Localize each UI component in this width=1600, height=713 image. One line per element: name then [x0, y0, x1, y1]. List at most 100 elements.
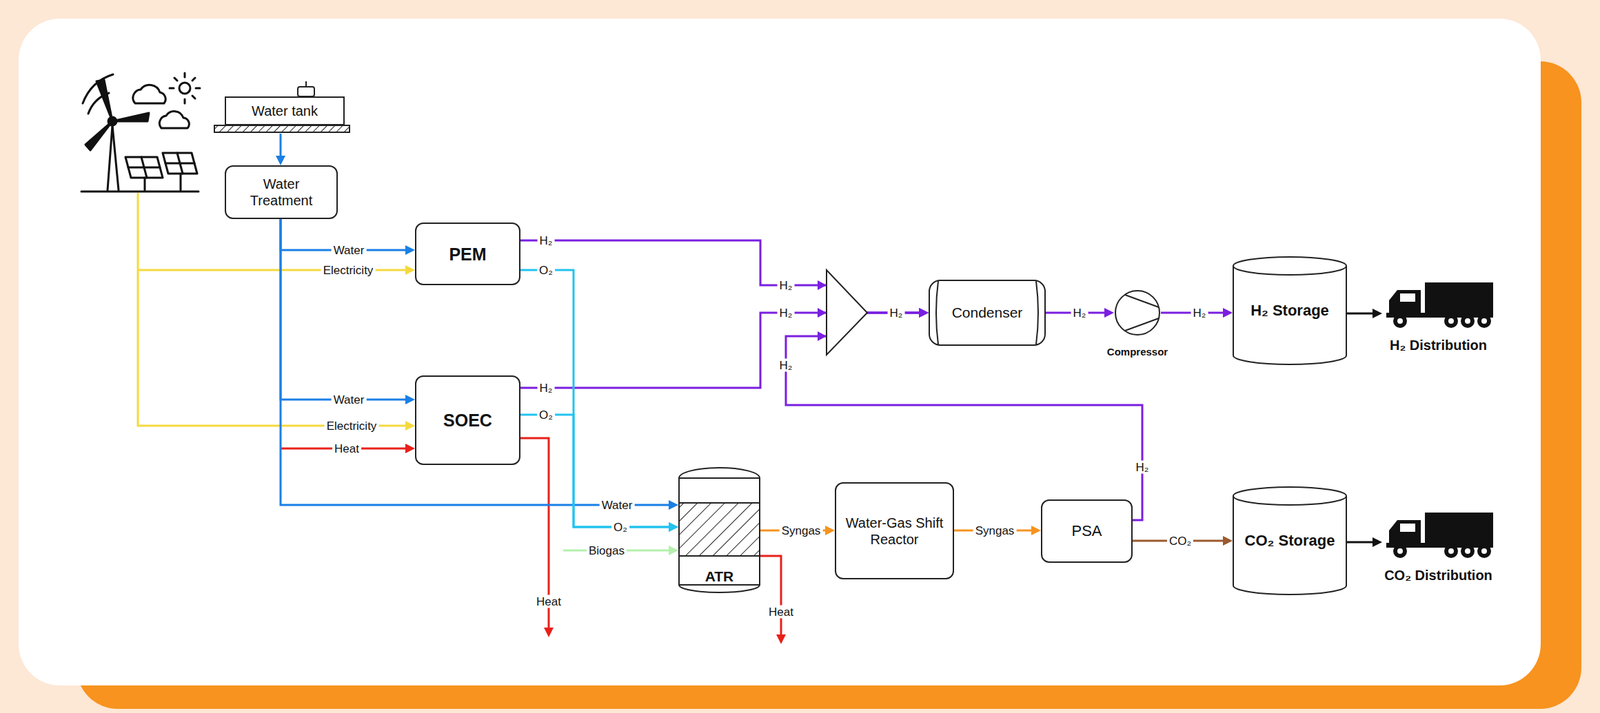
stream-label: Heat	[332, 442, 362, 456]
flow-arrow	[520, 270, 669, 528]
node-text: H₂ Storage	[1250, 301, 1330, 320]
storage-tank-outline	[1233, 487, 1347, 595]
compressor-symbol-outline	[1125, 295, 1159, 308]
flow-arrow	[668, 522, 679, 533]
renewables-icon	[96, 79, 113, 122]
electricity-arrowheads	[405, 421, 415, 431]
flow-label: H₂	[1133, 461, 1152, 475]
flow-arrow	[279, 133, 282, 156]
process-box: PSA	[1040, 499, 1133, 564]
stream-label: O₂	[611, 521, 630, 535]
heat-arrowheads	[405, 443, 786, 645]
heat-arrowheads	[543, 628, 554, 638]
flow-arrow	[825, 525, 835, 536]
storage-tank-outline	[1233, 257, 1347, 365]
flow-label: Water	[331, 244, 367, 258]
truck-icon-outline	[1382, 281, 1495, 330]
renewables-icon	[133, 84, 166, 104]
mixer-triangle	[826, 270, 868, 356]
truck-icon-outline	[1400, 293, 1416, 302]
truck-icon-outline	[1481, 548, 1487, 555]
truck-icon: CO₂ Distribution	[1382, 511, 1495, 560]
flow-arrow	[1347, 308, 1383, 319]
renewables-icon	[192, 77, 196, 81]
electricity-arrowheads	[405, 265, 415, 276]
node-text: Water tank	[244, 102, 325, 120]
stream-label: H₂	[777, 306, 795, 320]
mixer-arrowheads	[817, 308, 827, 318]
renewables-icon	[195, 87, 200, 90]
truck-icon-outline	[1464, 548, 1471, 555]
flow-arrow	[1347, 541, 1373, 544]
process-box: Water Treatment	[224, 165, 338, 220]
truck-icon-outline	[1448, 318, 1454, 324]
storage-tank-outline	[1233, 266, 1347, 276]
node-text: SOEC	[436, 410, 500, 431]
flow-arrow	[520, 414, 679, 533]
condenser-vessel-outline	[1036, 281, 1039, 345]
truck-icon-outline	[1382, 511, 1495, 560]
mixer-arrowheads	[817, 280, 827, 291]
stream-label: Heat	[766, 605, 796, 620]
condenser-vessel: Condenser	[928, 279, 1046, 347]
reactor-box: Water-Gas Shift Reactor	[834, 482, 955, 580]
renewables-icon	[169, 87, 174, 90]
electrolyser-box: SOEC	[414, 375, 521, 466]
node-text: H₂ Distribution	[1389, 337, 1487, 354]
truck-icon-outline	[1393, 544, 1407, 559]
heat-line	[280, 438, 782, 635]
truck-icon-outline	[1448, 548, 1454, 555]
condenser-vessel-outline	[936, 281, 939, 345]
storage-tank: H₂ Storage	[1232, 256, 1348, 366]
truck-icon: H₂ Distribution	[1382, 281, 1495, 330]
truck-icon-outline	[1424, 282, 1494, 313]
flow-arrow	[520, 308, 929, 389]
flow-arrow	[918, 308, 929, 318]
flow-label: O₂	[537, 408, 555, 422]
renewables-icon	[85, 121, 113, 151]
flow-arrow	[918, 308, 929, 318]
truck-icon-outline	[1460, 544, 1475, 559]
flow-label: H₂	[1071, 306, 1089, 320]
renewables-icon	[81, 73, 200, 192]
compressor-symbol: Compressor	[1114, 289, 1161, 337]
flow-arrow	[520, 414, 669, 528]
reactor-vessel-outline	[679, 468, 760, 593]
renewables-icon	[107, 125, 113, 191]
flow-label: Water	[331, 393, 367, 407]
truck-icon-outline	[1464, 318, 1471, 324]
truck-icon-outline	[1460, 314, 1475, 329]
truck-icon-outline	[1481, 318, 1487, 324]
reactor-vessel-outline	[679, 584, 760, 586]
electrolyser-box: PEM	[414, 222, 521, 286]
truck-icon-outline	[1477, 544, 1492, 559]
flow-arrow	[918, 308, 929, 318]
truck-icon-outline	[1444, 314, 1458, 329]
flow-label: H₂	[537, 234, 555, 248]
truck-icon-outline	[1400, 523, 1416, 533]
truck-icon-outline	[1477, 314, 1492, 329]
electricity-arrowheads	[405, 265, 415, 431]
water-tank-base	[305, 81, 307, 87]
mixer-arrowheads	[817, 331, 827, 342]
truck-icon-outline	[1393, 314, 1407, 329]
water-tank-base	[297, 86, 315, 97]
node-text: CO₂ Storage	[1244, 532, 1336, 551]
reactor-vessel-outline	[679, 477, 760, 480]
storage-tank: CO₂ Storage	[1232, 486, 1348, 596]
node-text: PSA	[1064, 522, 1109, 541]
water-tank-base	[214, 81, 350, 133]
node-text: PEM	[441, 244, 493, 265]
electricity-wire	[137, 193, 406, 427]
renewables-icon	[179, 82, 191, 94]
flow-label: H₂	[1191, 306, 1209, 320]
flow-arrow	[280, 219, 415, 405]
flow-arrow	[275, 133, 286, 166]
condenser-vessel-outline	[929, 280, 1046, 346]
stream-label: Electricity	[321, 264, 376, 278]
stream-label: Biogas	[586, 544, 627, 558]
node-text: CO₂ Distribution	[1384, 568, 1493, 584]
flow-arrow	[280, 219, 679, 511]
truck-icon-outline	[1424, 512, 1494, 544]
